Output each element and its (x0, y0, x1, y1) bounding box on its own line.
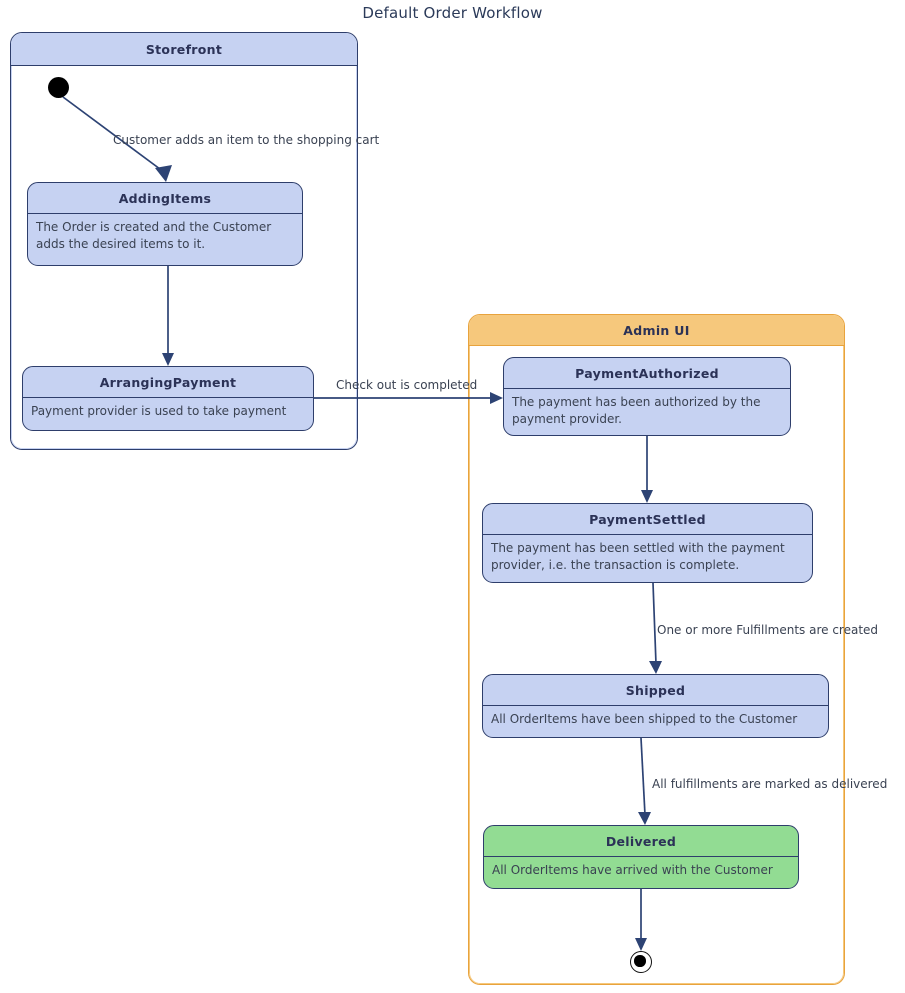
transition-label-check-out-completed: Check out is completed (336, 378, 478, 392)
state-shipped-name: Shipped (483, 675, 828, 706)
final-state-node[interactable] (630, 951, 652, 973)
transition-label-fulfillments-created: One or more Fulfillments are created (657, 623, 879, 637)
state-shipped-description: All OrderItems have been shipped to the … (491, 712, 798, 726)
state-addingitems[interactable]: AddingItems The Order is created and the… (27, 182, 303, 266)
transition-label-customer-adds-item: Customer adds an item to the shopping ca… (113, 133, 380, 147)
state-paymentauthorized[interactable]: PaymentAuthorized The payment has been a… (503, 357, 791, 436)
transition-label-fulfillments-delivered: All fulfillments are marked as delivered (652, 777, 888, 791)
diagram-title: Default Order Workflow (362, 4, 543, 22)
state-addingitems-name: AddingItems (28, 183, 302, 214)
state-paymentsettled[interactable]: PaymentSettled The payment has been sett… (482, 503, 813, 583)
state-delivered[interactable]: Delivered All OrderItems have arrived wi… (483, 825, 799, 889)
state-paymentauthorized-description: The payment has been authorized by the p… (512, 395, 761, 426)
state-delivered-description: All OrderItems have arrived with the Cus… (492, 863, 773, 877)
state-shipped[interactable]: Shipped All OrderItems have been shipped… (482, 674, 829, 738)
composite-state-storefront-label: Storefront (11, 33, 357, 66)
initial-state-node[interactable] (48, 77, 69, 98)
state-addingitems-description: The Order is created and the Customer ad… (36, 220, 272, 251)
state-delivered-name: Delivered (484, 826, 798, 857)
state-paymentsettled-name: PaymentSettled (483, 504, 812, 535)
state-paymentsettled-description: The payment has been settled with the pa… (491, 541, 785, 572)
composite-state-admin-ui-label: Admin UI (469, 315, 844, 346)
state-paymentauthorized-name: PaymentAuthorized (504, 358, 790, 389)
state-arrangingpayment-name: ArrangingPayment (23, 367, 313, 398)
state-arrangingpayment[interactable]: ArrangingPayment Payment provider is use… (22, 366, 314, 431)
state-arrangingpayment-description: Payment provider is used to take payment (31, 404, 287, 418)
